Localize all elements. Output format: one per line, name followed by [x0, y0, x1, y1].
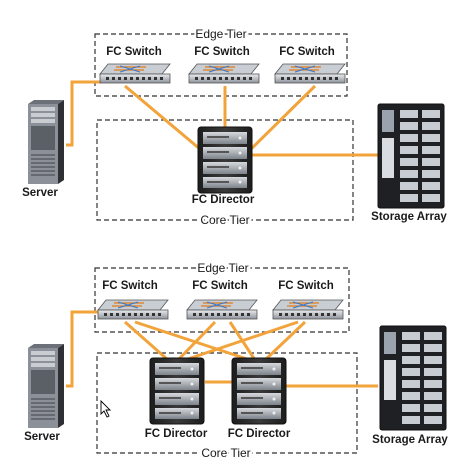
server-label: Server [22, 187, 58, 199]
fc-director-1: FC Director [145, 357, 208, 440]
fc-switch-label: FC Switch [194, 46, 250, 58]
fc-director-2: FC Director [228, 357, 291, 440]
storage-array-icon [379, 325, 447, 431]
network-switch-icon [99, 63, 171, 84]
server: Server [22, 99, 65, 199]
server: Server [24, 343, 65, 443]
topology-dual-director: Edge Tier Core Tier FC Switch FC Switch … [24, 259, 448, 462]
fc-switch-1: FC Switch [99, 46, 171, 84]
server-label: Server [24, 431, 60, 443]
rack-director-icon [149, 357, 205, 425]
fc-director-label: FC Director [145, 428, 208, 440]
server-tower-icon [27, 343, 65, 429]
network-switch-icon [97, 299, 169, 320]
core-tier-label: Core Tier [201, 446, 250, 460]
server-tower-icon [27, 99, 65, 185]
fc-switch-3: FC Switch [272, 280, 344, 320]
network-switch-icon [186, 299, 258, 320]
fc-switch-label: FC Switch [192, 280, 248, 292]
rack-director-icon [197, 126, 253, 194]
fc-links [66, 310, 378, 388]
storage-array-label: Storage Array [372, 434, 448, 446]
edge-tier-label: Edge Tier [197, 261, 248, 275]
fc-switch-2: FC Switch [186, 280, 258, 320]
network-switch-icon [272, 299, 344, 320]
rack-director-icon [231, 357, 287, 425]
core-tier-label: Core Tier [200, 213, 249, 227]
fc-switch-3: FC Switch [274, 46, 346, 84]
mouse-pointer-icon [100, 399, 112, 418]
fc-links [66, 80, 378, 157]
edge-tier-box [94, 33, 348, 97]
fc-switch-label: FC Switch [102, 280, 158, 292]
topology-single-director: Edge Tier Core Tier FC Switch FC Switch … [22, 25, 447, 229]
network-switch-icon [188, 63, 260, 84]
edge-tier-label: Edge Tier [195, 27, 246, 41]
fc-switch-2: FC Switch [188, 46, 260, 84]
fc-director-label: FC Director [192, 194, 255, 206]
fc-switch-label: FC Switch [278, 280, 334, 292]
storage-array: Storage Array [372, 325, 448, 446]
fc-switch-label: FC Switch [106, 46, 162, 58]
network-switch-icon [274, 63, 346, 84]
fc-switch-1: FC Switch [97, 280, 169, 320]
fc-switch-label: FC Switch [279, 46, 335, 58]
fc-director-label: FC Director [228, 428, 291, 440]
storage-array: Storage Array [371, 103, 447, 223]
edge-tier-box [94, 267, 350, 333]
storage-array-label: Storage Array [371, 211, 447, 223]
fc-director: FC Director [192, 126, 255, 206]
storage-array-icon [377, 103, 445, 209]
